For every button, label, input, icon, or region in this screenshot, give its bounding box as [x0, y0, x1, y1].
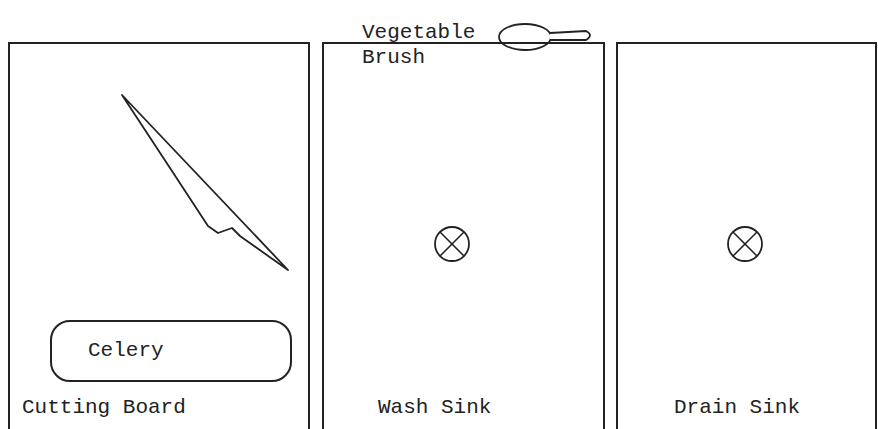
- cutting-board: Cutting Board Celery: [8, 42, 310, 429]
- celery-stalk: Celery: [50, 320, 292, 382]
- drain-sink: Drain Sink: [616, 42, 877, 429]
- brush-label: Vegetable Brush: [362, 20, 492, 70]
- node-label: Drain Sink: [674, 396, 800, 420]
- knife-drawing: [122, 95, 288, 270]
- node-label: Cutting Board: [22, 396, 186, 420]
- vegetable-brush-drawing: [499, 24, 590, 50]
- node-label: Wash Sink: [378, 396, 491, 420]
- drain-symbol: [728, 227, 762, 261]
- node-label: Celery: [88, 339, 164, 363]
- wash-sink: Wash Sink: [322, 42, 605, 429]
- drain-symbol: [435, 227, 469, 261]
